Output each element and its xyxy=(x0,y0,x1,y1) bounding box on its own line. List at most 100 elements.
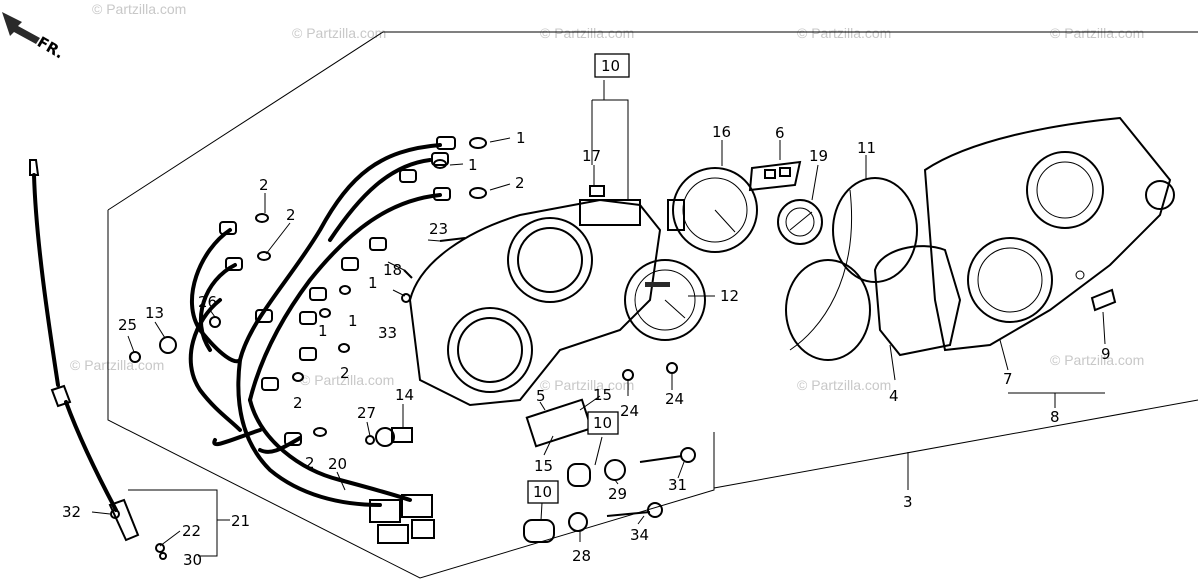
screw-31 xyxy=(639,455,683,463)
callout-2a: 2 xyxy=(515,174,525,192)
callout-24a: 24 xyxy=(620,402,639,420)
callout-12: 12 xyxy=(720,287,739,305)
callout-30: 30 xyxy=(183,551,202,569)
callout-1c: 1 xyxy=(368,274,378,292)
screw-25 xyxy=(129,351,141,363)
wire-harness xyxy=(188,136,487,544)
washer-28 xyxy=(568,512,588,532)
watermark-1: © Partzilla.com xyxy=(92,1,186,17)
bulb-17 xyxy=(589,185,605,197)
callout-1e: 1 xyxy=(318,322,328,340)
callout-8: 8 xyxy=(1050,408,1060,426)
screw-27 xyxy=(365,435,375,445)
callout-2f: 2 xyxy=(305,454,315,472)
callout-22: 22 xyxy=(182,522,201,540)
callout-7: 7 xyxy=(1003,370,1013,388)
harness-connector xyxy=(369,494,435,544)
callout-33: 33 xyxy=(378,324,397,342)
bulb-socket-14 xyxy=(391,427,413,443)
watermarks: © Partzilla.com © Partzilla.com © Partzi… xyxy=(70,1,1144,393)
grommet-10b xyxy=(567,463,591,487)
callout-4: 4 xyxy=(889,387,899,405)
callout-21: 21 xyxy=(231,512,250,530)
watermark-3: © Partzilla.com xyxy=(540,25,634,41)
front-direction-arrow-icon: FR. xyxy=(2,12,67,62)
callout-27: 27 xyxy=(357,404,376,422)
callout-28: 28 xyxy=(572,547,591,565)
small-gauge xyxy=(777,199,823,245)
callout-10a-box xyxy=(594,53,630,78)
bulb-socket-group xyxy=(219,136,456,446)
callout-20: 20 xyxy=(328,455,347,473)
screw-34 xyxy=(606,511,651,517)
speedometer-cable xyxy=(29,159,167,560)
rubber-strip xyxy=(1090,288,1117,312)
leader-lines xyxy=(91,80,1106,557)
callout-2e: 2 xyxy=(293,394,303,412)
callout-2d: 2 xyxy=(340,364,350,382)
callout-10c-box xyxy=(527,480,559,504)
screw-26 xyxy=(209,316,221,328)
gasket-rings xyxy=(785,177,918,361)
callout-10b: 10 xyxy=(593,414,612,432)
screw-24b xyxy=(666,362,678,374)
tachometer xyxy=(624,259,706,341)
meter-case-lower xyxy=(408,198,662,407)
callout-6: 6 xyxy=(775,124,785,142)
callout-10c: 10 xyxy=(533,483,552,501)
callout-1a: 1 xyxy=(516,129,526,147)
callout-16: 16 xyxy=(712,123,731,141)
callout-11: 11 xyxy=(857,139,876,157)
callout-15a: 15 xyxy=(593,386,612,404)
callout-2c: 2 xyxy=(286,206,296,224)
watermark-9: © Partzilla.com xyxy=(797,377,891,393)
washer-29 xyxy=(604,459,626,481)
callout-24b: 24 xyxy=(665,390,684,408)
hardware xyxy=(110,185,696,543)
callout-25: 25 xyxy=(118,316,137,334)
callout-9: 9 xyxy=(1101,345,1111,363)
assembly-frame xyxy=(107,31,1199,579)
callout-5: 5 xyxy=(536,387,546,405)
grommet-10 xyxy=(523,519,555,543)
speedometer xyxy=(667,167,758,253)
bracket-13 xyxy=(159,336,177,354)
callout-13: 13 xyxy=(145,304,164,322)
callout-labels: 1 1 1 1 1 2 2 2 2 2 2 3 4 5 6 7 8 9 10 1… xyxy=(62,53,1111,569)
watermark-4: © Partzilla.com xyxy=(797,25,891,41)
callout-10a: 10 xyxy=(601,57,620,75)
indicator-lens xyxy=(748,160,802,192)
watermark-8: © Partzilla.com xyxy=(540,377,634,393)
screw-32 xyxy=(110,509,120,519)
bulb-group xyxy=(255,137,487,437)
screw-23 xyxy=(439,237,466,242)
watermark-5: © Partzilla.com xyxy=(1050,25,1144,41)
callout-14: 14 xyxy=(395,386,414,404)
watermark-6: © Partzilla.com xyxy=(70,357,164,373)
callout-32: 32 xyxy=(62,503,81,521)
clamp-18 xyxy=(403,269,413,279)
watermark-2: © Partzilla.com xyxy=(292,25,386,41)
callout-17: 17 xyxy=(582,147,601,165)
watermark-10: © Partzilla.com xyxy=(1050,352,1144,368)
indicator-panel-5 xyxy=(525,398,593,448)
callout-18: 18 xyxy=(383,261,402,279)
callout-1d: 1 xyxy=(348,312,358,330)
callout-15b: 15 xyxy=(534,457,553,475)
direction-label: FR. xyxy=(34,33,67,62)
callout-1b: 1 xyxy=(468,156,478,174)
watermark-7: © Partzilla.com xyxy=(300,372,394,388)
callout-19: 19 xyxy=(809,147,828,165)
callout-26: 26 xyxy=(198,293,217,311)
meter-lens xyxy=(873,245,962,357)
callout-10b-box xyxy=(587,411,619,435)
callout-3: 3 xyxy=(903,493,913,511)
callout-29: 29 xyxy=(608,485,627,503)
callout-34: 34 xyxy=(630,526,649,544)
callout-23: 23 xyxy=(429,220,448,238)
meter-visor-cover xyxy=(923,116,1175,352)
screw-33 xyxy=(401,293,411,303)
callout-31: 31 xyxy=(668,476,687,494)
callout-2b: 2 xyxy=(259,176,269,194)
